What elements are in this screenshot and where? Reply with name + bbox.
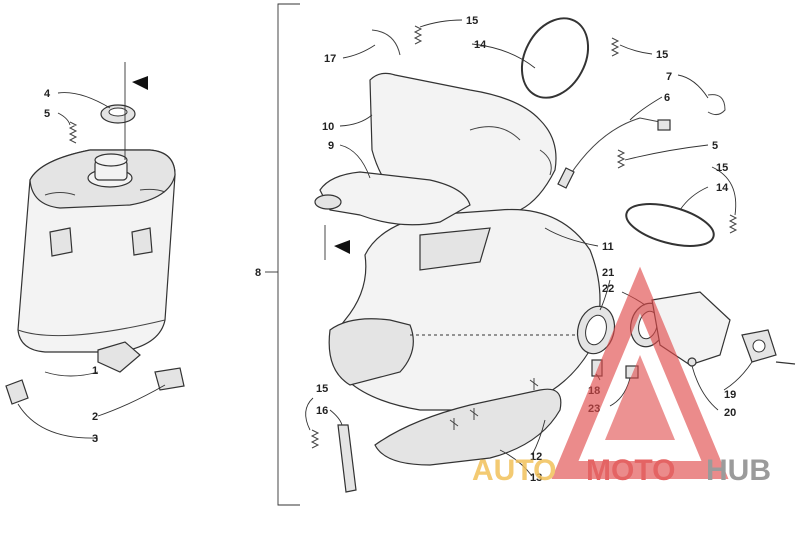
callout-3: 3	[92, 433, 98, 445]
clamp-17	[371, 29, 401, 56]
watermark-moto: MOTO	[586, 454, 675, 487]
heat-shield-12	[374, 378, 562, 466]
callout-19: 19	[724, 389, 736, 401]
callout-15-right: 15	[716, 162, 728, 174]
spring-15-top-right	[610, 37, 620, 57]
retainer-7	[707, 94, 726, 116]
callout-14-right: 14	[716, 182, 729, 194]
callout-10: 10	[322, 121, 334, 133]
assembly-bracket	[277, 3, 300, 506]
callout-16: 16	[316, 405, 328, 417]
callout-22: 22	[602, 283, 614, 295]
spring-15-bottom-left	[310, 429, 320, 449]
spring-15-right	[728, 214, 738, 234]
callout-7: 7	[666, 71, 672, 83]
callout-17: 17	[324, 53, 336, 65]
watermark-triangle-inner	[605, 355, 675, 440]
muffler-bracket	[97, 341, 141, 373]
callout-20: 20	[724, 407, 736, 419]
spring-5-left	[68, 121, 78, 144]
callout-21: 21	[602, 267, 614, 279]
seal-21	[576, 305, 616, 355]
callout-1: 1	[92, 365, 98, 377]
callout-5-left: 5	[44, 108, 50, 120]
callout-6: 6	[664, 92, 670, 104]
watermark-auto: AUTO	[472, 454, 556, 487]
expansion-chamber	[328, 72, 601, 411]
callout-11: 11	[602, 241, 614, 253]
callout-9: 9	[328, 140, 334, 152]
mount-grommet-left	[5, 379, 29, 405]
muffler	[17, 149, 176, 353]
callout-5-right: 5	[712, 140, 718, 152]
watermark-hub: HUB	[706, 454, 771, 487]
band-clamp-14-top	[520, 17, 590, 99]
callout-4: 4	[44, 88, 51, 100]
arrow-indicator-mid	[324, 225, 350, 260]
watermark-logo: AUTO MOTO HUB	[472, 266, 771, 487]
spring-5-right	[616, 149, 626, 169]
arrow-indicator-top	[124, 62, 148, 160]
callout-14-top: 14	[474, 39, 487, 51]
spring-15-top-left	[413, 25, 423, 45]
fastener-20	[687, 357, 697, 367]
sensor-6	[557, 117, 671, 189]
callout-13: 13	[530, 472, 542, 484]
band-clamp-14-right	[625, 203, 715, 247]
callout-2: 2	[92, 411, 98, 423]
callout-8: 8	[255, 267, 261, 279]
seal-ring-4	[100, 104, 136, 124]
callout-12: 12	[530, 451, 542, 463]
callout-15-top: 15	[466, 15, 478, 27]
gasket-16	[337, 424, 357, 493]
callout-15-right-top: 15	[656, 49, 668, 61]
inlet-pipe-9	[314, 171, 471, 226]
callout-15-bottom: 15	[316, 383, 328, 395]
watermark-triangle-outer	[551, 266, 729, 479]
mount-grommet-right	[154, 367, 185, 391]
